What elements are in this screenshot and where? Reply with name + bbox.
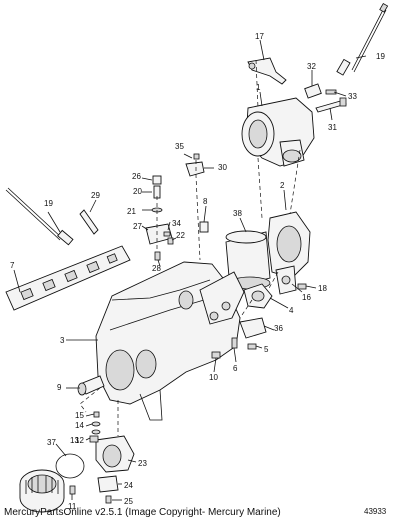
callout-13: 13 (70, 436, 79, 445)
callout-4: 4 (289, 306, 294, 315)
callout-28: 28 (152, 264, 161, 273)
callout-6: 6 (233, 364, 238, 373)
callout-18: 18 (318, 284, 327, 293)
callout-29: 29 (91, 191, 100, 200)
callout-labels: 1 2 3 4 5 6 7 8 9 10 11 12 13 14 15 16 1… (10, 32, 385, 511)
copyright-text: MercuryPartsOnline v2.5.1 (Image Copyrig… (4, 507, 281, 518)
part-14-washer (91, 421, 101, 427)
part-19-sensor-left (5, 187, 74, 246)
callout-31: 31 (328, 123, 337, 132)
part-34-clip (163, 231, 171, 237)
part-7-gasket (5, 245, 131, 311)
assembly-lines (79, 59, 301, 436)
callout-21: 21 (127, 207, 136, 216)
part-30-sensor (185, 161, 205, 177)
part-1-elbow-housing (241, 97, 315, 167)
part-17-bracket (247, 57, 287, 85)
callout-15: 15 (75, 411, 84, 420)
callout-27: 27 (133, 222, 142, 231)
callout-10: 10 (209, 373, 218, 382)
callout-2: 2 (280, 181, 285, 190)
callout-9: 9 (57, 383, 62, 392)
callout-14: 14 (75, 421, 84, 430)
part-35-screw (193, 153, 200, 160)
part-11-air-filter (19, 469, 76, 513)
callout-36: 36 (274, 324, 283, 333)
part-36-gasket (239, 317, 267, 339)
part-19-sensor-top (336, 2, 389, 76)
callout-8: 8 (203, 197, 208, 206)
callout-38: 38 (233, 209, 242, 218)
callout-32: 32 (307, 62, 316, 71)
callout-37: 37 (47, 438, 56, 447)
callout-3: 3 (60, 336, 65, 345)
part-3-manifold (95, 261, 245, 421)
callout-19-left: 19 (44, 199, 53, 208)
callout-19-top: 19 (376, 52, 385, 61)
part-28-screw (154, 251, 161, 261)
callout-11: 11 (68, 502, 77, 511)
callout-12: 12 (75, 436, 84, 445)
part-22-screw (167, 237, 174, 245)
callout-30: 30 (218, 163, 227, 172)
leader-lines (13, 39, 367, 501)
callout-16: 16 (302, 293, 311, 302)
part-16-sensor (275, 265, 297, 295)
callout-1: 1 (256, 83, 261, 92)
part-15-screw (93, 411, 100, 418)
part-32-fitting (304, 83, 322, 99)
part-23-throttle-body (95, 435, 135, 473)
callout-7: 7 (10, 261, 15, 270)
part-2-gasket (267, 211, 311, 279)
callout-17: 17 (255, 32, 264, 41)
callout-22: 22 (176, 231, 185, 240)
diagram-number: 43933 (364, 507, 387, 516)
part-31-bolt (315, 97, 347, 113)
callout-35: 35 (175, 142, 184, 151)
part-25-screw (105, 495, 112, 504)
callout-24: 24 (124, 481, 133, 490)
callout-33: 33 (348, 92, 357, 101)
part-12-seal (91, 429, 101, 435)
callout-5: 5 (264, 345, 269, 354)
part-5-screw (247, 343, 257, 350)
part-6-screw (231, 337, 238, 349)
part-37-clamp (55, 453, 85, 479)
part-18-screw (297, 283, 307, 290)
part-24-bracket (97, 475, 119, 493)
part-13-fitting (89, 435, 99, 443)
callout-20: 20 (133, 187, 142, 196)
part-10-plug (211, 351, 221, 359)
callout-26: 26 (132, 172, 141, 181)
part-33-screw (325, 89, 337, 95)
callout-23: 23 (138, 459, 147, 468)
callout-34: 34 (172, 219, 181, 228)
part-29-fitting (79, 209, 99, 235)
part-9-fitting (77, 375, 105, 396)
callout-25: 25 (124, 497, 133, 506)
part-26-plug (152, 175, 162, 185)
part-8-fitting (199, 221, 209, 233)
